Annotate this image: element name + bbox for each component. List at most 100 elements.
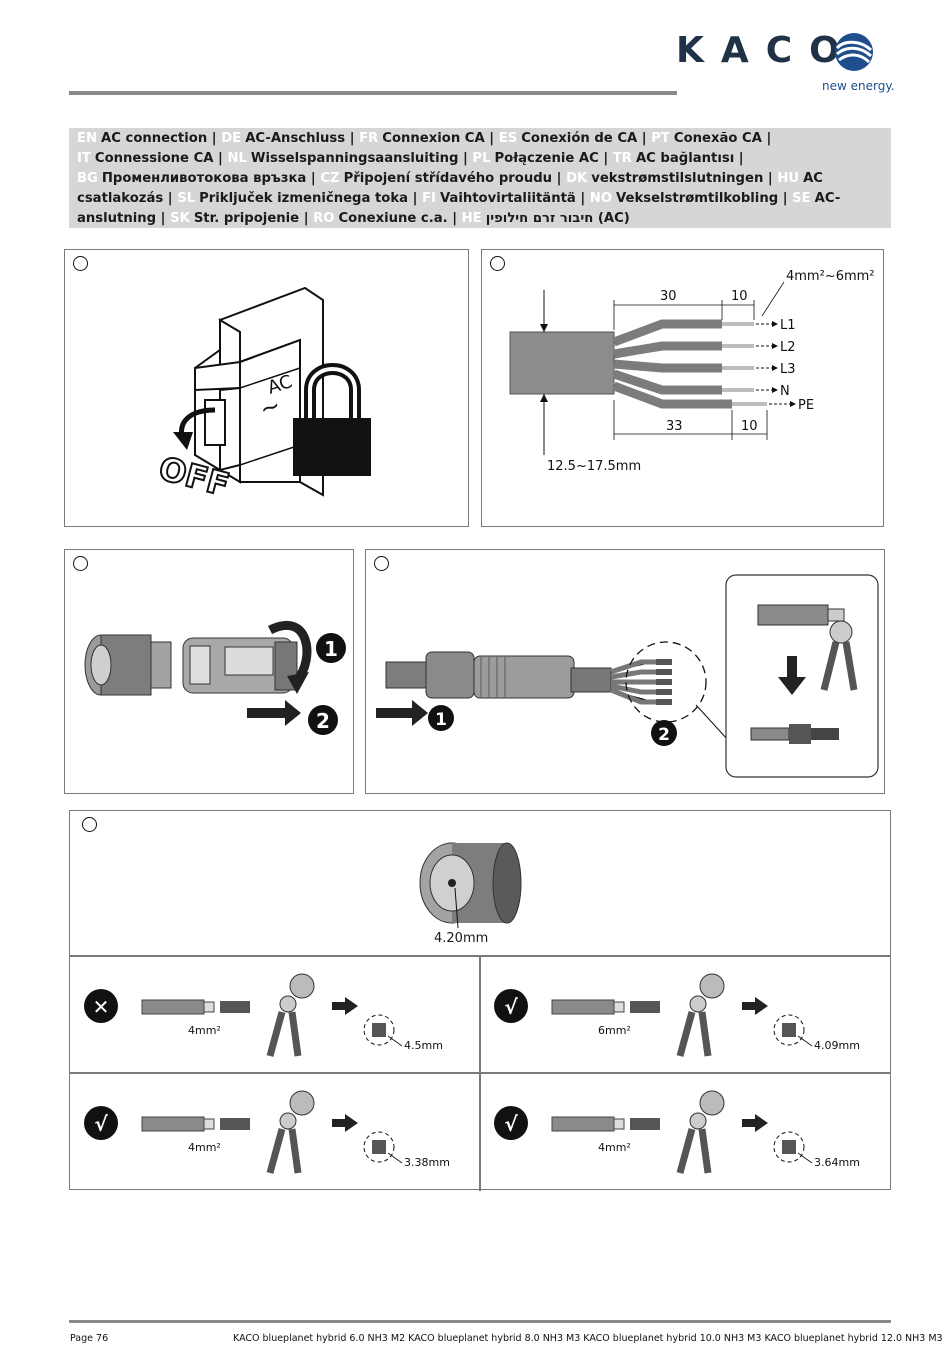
language-code: PL <box>472 151 491 166</box>
step-marker <box>490 256 505 271</box>
language-separator: | <box>484 131 499 146</box>
tagline: new energy. <box>822 79 895 93</box>
language-code: DE <box>221 131 242 146</box>
crimp-result-label: 4.5mm <box>404 1039 443 1052</box>
language-label: vekstrømstilslutningen <box>591 171 764 186</box>
wire-label-l3: L3 <box>780 362 796 377</box>
pin-diameter-label: 4.20mm <box>434 931 489 946</box>
language-label: חיבור זרם חילופין (AC) <box>485 211 630 226</box>
kaco-swirl-icon <box>835 33 873 71</box>
wire-size-label: 6mm² <box>598 1024 631 1037</box>
wire-size-label: 4mm² <box>188 1141 221 1154</box>
language-separator: | <box>637 131 652 146</box>
crimp-result-label: 4.09mm <box>814 1039 860 1052</box>
status-badge <box>494 1106 528 1140</box>
dim-bottom-long: 33 <box>666 419 683 434</box>
language-code: RO <box>313 211 335 226</box>
language-separator: | <box>552 171 567 186</box>
language-separator: | <box>306 171 321 186</box>
padlock-icon <box>293 363 371 476</box>
cross-icon: ✕ <box>93 995 110 1019</box>
language-separator: | <box>761 131 772 146</box>
wire-label-l1: L1 <box>780 318 796 333</box>
language-code: SK <box>170 211 190 226</box>
language-separator: | <box>299 211 314 226</box>
language-label: AC bağlantısı <box>635 151 735 166</box>
wire-insert-illustration: 1 2 <box>376 574 879 778</box>
language-code: TR <box>612 151 632 166</box>
kaco-logo-text: KACO <box>676 30 857 71</box>
language-label: Conexión de CA <box>521 131 638 146</box>
language-separator: | <box>734 151 744 166</box>
language-code: EN <box>77 131 98 146</box>
language-code: BG <box>77 171 98 186</box>
dim-top-short: 10 <box>731 289 748 304</box>
step-number-1: 1 <box>435 710 447 730</box>
language-separator: | <box>763 171 778 186</box>
language-code: HE <box>461 211 482 226</box>
status-badge <box>494 989 528 1023</box>
step-panel-wire-insert: 1 2 <box>365 549 885 794</box>
sheath-diameter-label: 12.5~17.5mm <box>547 459 641 474</box>
dim-top-long: 30 <box>660 289 677 304</box>
language-code: CZ <box>320 171 340 186</box>
language-code: ES <box>498 131 518 146</box>
dim-bottom-short: 10 <box>741 419 758 434</box>
language-code: HU <box>777 171 800 186</box>
language-code: PT <box>651 131 670 146</box>
check-icon: √ <box>504 1112 518 1136</box>
footer-models: KACO blueplanet hybrid 6.0 NH3 M2 KACO b… <box>233 1333 943 1344</box>
language-code: SL <box>177 191 196 206</box>
language-separator: | <box>163 191 178 206</box>
step-marker <box>82 817 97 832</box>
step-panel-breaker-off: AC ~ OFF <box>64 249 469 527</box>
language-code: IT <box>77 151 91 166</box>
language-code: FI <box>422 191 436 206</box>
step-number-2: 2 <box>316 709 330 733</box>
language-label: AC-Anschluss <box>245 131 346 146</box>
wire-label-n: N <box>780 384 790 399</box>
header-rule <box>69 91 677 95</box>
language-separator: | <box>447 211 462 226</box>
footer-rule <box>69 1320 891 1323</box>
step-marker <box>73 556 88 571</box>
connector-open-illustration: 1 2 <box>84 620 346 735</box>
pin-socket-illustration <box>419 842 522 929</box>
wire-label-pe: PE <box>798 398 814 413</box>
language-label: AC csatlakozás <box>77 171 823 206</box>
language-label: Connessione CA <box>94 151 214 166</box>
language-separator: | <box>207 131 222 146</box>
language-label: Conexão CA <box>673 131 762 146</box>
wire-size-label: 4mm² <box>598 1141 631 1154</box>
language-separator: | <box>345 131 360 146</box>
language-label: Wisselspanningsaansluiting <box>250 151 459 166</box>
page-number: Page 76 <box>70 1333 109 1344</box>
language-label: Str. pripojenie <box>193 211 300 226</box>
language-code: SE <box>792 191 811 206</box>
step-marker <box>374 556 389 571</box>
language-label: Połączenie AC <box>494 151 599 166</box>
language-code: NO <box>589 191 613 206</box>
step-number-1: 1 <box>324 637 338 661</box>
language-label: Променливотокова връзка <box>101 171 307 186</box>
